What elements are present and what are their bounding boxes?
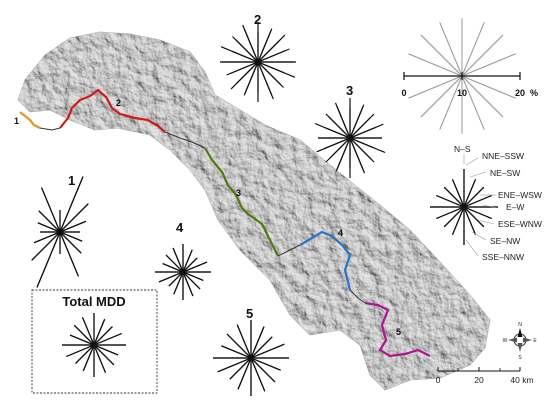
legend-ene-wsw: ENE–WSW	[498, 190, 542, 200]
segment-label-3: 3	[236, 188, 241, 198]
legend-e-w: E–W	[506, 202, 524, 212]
river-segment-5	[364, 301, 431, 358]
rose-3-petal	[336, 106, 364, 170]
north-label-w: W	[503, 338, 508, 344]
segment-labels: 1 2 3 4 5	[14, 98, 401, 337]
rose-label-1: 1	[68, 173, 75, 188]
rose-labels: 2 3 1 4 5	[68, 12, 353, 321]
rose-legend	[430, 169, 498, 245]
north-arrow: N S E W	[503, 322, 538, 361]
direction-legend: N–S NNE–SSW NE–SW ENE–WSW E–W ESE–WNW SE…	[454, 144, 542, 262]
segment-label-5: 5	[396, 327, 401, 337]
rose-5	[213, 320, 289, 396]
legend-ese-wnw: ESE–WNW	[498, 219, 542, 229]
scale-tick-20: 20	[474, 375, 484, 385]
river-connector	[349, 289, 366, 304]
legend-ne-sw: NE–SW	[490, 168, 520, 178]
rose-1-petal	[41, 187, 79, 277]
ref-unit: %	[530, 88, 538, 98]
ref-tick-20: 20	[515, 88, 525, 98]
river-segment-2	[59, 88, 166, 133]
rose-3	[314, 98, 386, 178]
rose-1	[31, 176, 89, 288]
river-connector	[164, 131, 206, 149]
river-course	[19, 88, 431, 358]
scale-tick-40: 40 km	[510, 375, 533, 385]
rose-label-2: 2	[254, 12, 261, 27]
river-connector	[39, 127, 61, 131]
scale-tick-0: 0	[436, 375, 441, 385]
rose-legend-petal	[451, 179, 477, 235]
rose-4	[155, 244, 211, 300]
legend-sse-nnw: SSE–NNW	[482, 252, 524, 262]
legend-se-nw: SE–NW	[490, 236, 520, 246]
rose-label-4: 4	[176, 220, 184, 235]
reference-scale: 0 10 20 %	[401, 72, 538, 98]
north-label-s: S	[518, 355, 522, 361]
total-mdd-panel: Total MDD	[31, 289, 158, 394]
rose-2	[220, 22, 296, 102]
legend-n-s: N–S	[454, 144, 471, 154]
river-segment-1	[19, 111, 41, 130]
rose-total	[62, 313, 126, 377]
river-segment-3	[204, 147, 279, 257]
total-mdd-frame	[31, 289, 158, 394]
segment-label-4: 4	[338, 228, 343, 238]
rose-2-petal	[243, 28, 273, 96]
rose-label-3: 3	[346, 83, 353, 98]
legend-nne-ssw: NNE–SSW	[482, 151, 524, 161]
rose-total-petal	[81, 317, 107, 373]
river-segment-4	[299, 230, 352, 291]
segment-label-2: 2	[116, 98, 121, 108]
scale-bar: 0 20 40 km	[436, 367, 534, 385]
rose-4-petal	[172, 247, 194, 297]
segment-label-1: 1	[14, 116, 19, 126]
rose-label-5: 5	[246, 306, 253, 321]
north-arrow-icon	[517, 328, 523, 337]
north-label-n: N	[518, 322, 522, 328]
ref-tick-10: 10	[457, 88, 467, 98]
river-connector	[277, 244, 301, 257]
total-mdd-title: Total MDD	[62, 294, 125, 309]
ref-tick-0: 0	[401, 88, 406, 98]
rose-5-petal	[236, 324, 266, 392]
north-label-e: E	[533, 338, 537, 344]
